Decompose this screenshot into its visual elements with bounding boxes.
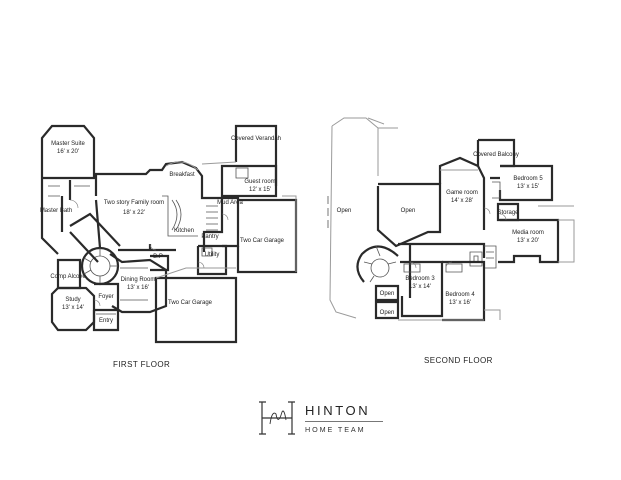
bedroom-5-wall <box>490 164 554 202</box>
entry-wall <box>92 310 120 332</box>
room-game-room-name: Game room <box>446 190 478 196</box>
room-game-room-dims: 14' x 28' <box>451 198 473 204</box>
second-floor-title: SECOND FLOOR <box>424 356 493 365</box>
room-media-room-name: Media room <box>512 230 544 236</box>
game-room-wall <box>438 156 486 230</box>
room-mud-area-name: Mud Area <box>217 200 243 206</box>
room-open-stair-name: Open <box>380 291 395 297</box>
bedroom-3-wall <box>400 260 444 318</box>
foyer-wall <box>94 282 120 312</box>
room-bedroom-4-name: Bedroom 4 <box>445 292 475 298</box>
room-breakfast-name: Breakfast <box>169 172 195 178</box>
room-bedroom-3-dims: 13' x 14' <box>409 284 431 290</box>
bedroom-4-wall <box>442 260 486 322</box>
room-study-dims: 13' x 14' <box>62 305 84 311</box>
master-bath-wall <box>40 176 98 255</box>
room-guest-room-name: Guest room <box>244 179 275 185</box>
room-family-room-dims: 18' x 22' <box>123 210 145 216</box>
open-center-wall <box>376 182 442 248</box>
room-bedroom-4-dims: 13' x 16' <box>449 300 471 306</box>
guest-room-wall <box>220 164 278 198</box>
room-master-bath-name: Master Bath <box>40 208 72 214</box>
two-car-garage-a-wall <box>236 198 298 274</box>
room-pantry-name: Pantry <box>201 234 218 240</box>
room-foyer-name: Foyer <box>98 294 113 300</box>
spiral-stair-second <box>356 245 399 283</box>
two-car-garage-b-wall <box>154 276 238 344</box>
open-bottom-wall <box>374 300 400 320</box>
room-open-left-name: Open <box>337 208 352 214</box>
family-room-wall <box>94 160 224 252</box>
room-master-suite-name: Master Suite <box>51 141 85 147</box>
room-storage-name: Storage <box>497 210 519 216</box>
room-dining-room-dims: 13' x 16' <box>127 285 149 291</box>
room-open-center-name: Open <box>401 208 416 214</box>
logo-divider <box>305 421 383 422</box>
first-floor-title: FIRST FLOOR <box>113 360 171 369</box>
room-utility-name: Utility <box>205 252 220 258</box>
open-to-below-outline <box>329 117 398 319</box>
media-room-wall <box>498 218 560 264</box>
room-dining-room-name: Dining Room <box>121 277 156 283</box>
room-open-bottom-name: Open <box>380 310 395 316</box>
room-family-room-name: Two story Family room <box>104 200 164 206</box>
room-covered-verandah-name: Covered Verandah <box>231 136 281 142</box>
bp-wall <box>150 254 170 272</box>
second-floor-plan: Covered Balcony Bedroom 5 13' x 15' Open… <box>327 117 575 322</box>
logo-subtitle: HOME TEAM <box>305 425 366 434</box>
covered-verandah-wall <box>234 124 278 186</box>
master-suite-wall <box>40 124 96 178</box>
room-media-room-dims: 13' x 20' <box>517 238 539 244</box>
room-guest-room-dims: 12' x 15' <box>249 187 271 193</box>
room-bedroom-5-dims: 13' x 15' <box>517 184 539 190</box>
first-floor-plan: Master Suite 16' x 20' Covered Verandah … <box>40 124 298 344</box>
kitchen-island <box>171 199 182 231</box>
room-master-suite-dims: 16' x 20' <box>57 149 79 155</box>
room-comp-alcove-name: Comp Alcove <box>50 274 86 280</box>
room-kitchen-name: Kitchen <box>174 228 194 234</box>
room-two-car-garage-a-name: Two Car Garage <box>240 238 285 244</box>
room-bp-name: B.P <box>153 254 163 260</box>
open-stair-wall <box>374 284 400 302</box>
logo-name: HINTON <box>305 403 371 418</box>
hinton-home-team-logo: HINTON HOME TEAM <box>257 401 397 437</box>
room-study-name: Study <box>65 297 80 303</box>
room-two-car-garage-b-name: Two Car Garage <box>168 300 213 306</box>
utility-wall <box>196 244 228 276</box>
room-covered-balcony-name: Covered Balcony <box>473 152 519 158</box>
logo-monogram <box>259 401 295 435</box>
room-bedroom-3-name: Bedroom 3 <box>405 276 435 282</box>
dining-room-wall <box>109 253 168 314</box>
room-entry-name: Entry <box>99 318 113 324</box>
room-bedroom-5-name: Bedroom 5 <box>513 176 543 182</box>
